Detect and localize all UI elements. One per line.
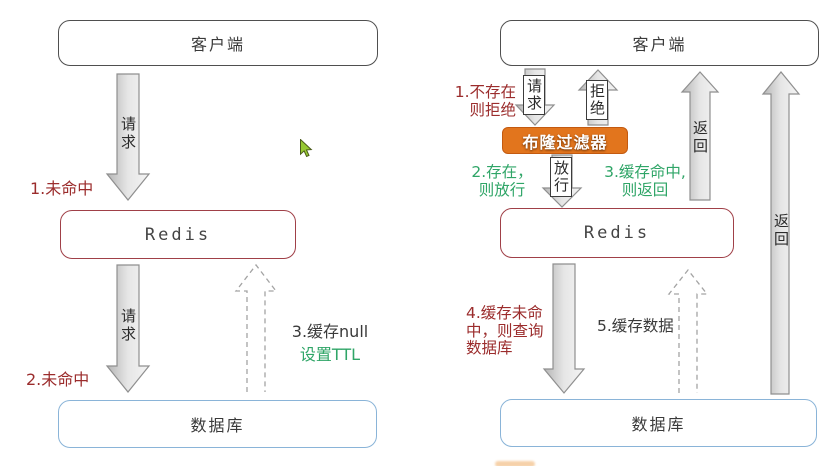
left-step3-note: 3.缓存null 设置TTL <box>282 320 378 366</box>
left-request-label-1: 请求 <box>119 116 137 152</box>
left-client-box: 客户端 <box>58 20 378 66</box>
right-return-mid-arrow <box>680 71 720 201</box>
left-step2-miss: 2.未命中 <box>26 370 90 389</box>
left-step3-cache-null: 3.缓存null <box>291 322 369 341</box>
right-step4-note: 4.缓存未命 中，则查询 数据库 <box>466 304 556 358</box>
mouse-cursor-icon <box>300 139 313 158</box>
left-step1-miss: 1.未命中 <box>30 179 94 198</box>
right-step3-line1: 3.缓存命中, <box>604 163 686 181</box>
right-return-mid-label: 返回 <box>691 120 709 156</box>
left-redis-box: Redis <box>60 210 296 259</box>
right-return-right-label: 返回 <box>772 213 790 249</box>
right-step2-line1: 2.存在， <box>471 163 533 181</box>
right-redis-box: Redis <box>500 208 734 258</box>
clipped-bottom-artifact <box>495 461 535 466</box>
right-step3-note: 3.缓存命中, 则返回 <box>596 163 694 199</box>
left-request-arrow-1 <box>105 73 151 201</box>
left-request-arrow-2 <box>105 264 151 393</box>
right-step4-line2: 中，则查询 <box>466 321 544 340</box>
left-db-box: 数据库 <box>58 400 377 448</box>
right-step4-line3: 数据库 <box>466 339 513 357</box>
right-cache-data-dashed-arrow <box>667 268 709 393</box>
right-step1-line2: 则拒绝 <box>469 100 516 119</box>
left-request-label-2: 请求 <box>119 308 137 344</box>
right-step2-line2: 则放行 <box>478 180 526 199</box>
right-step5-note: 5.缓存数据 <box>597 317 674 335</box>
right-pass-label: 放行 <box>550 157 572 197</box>
right-redis-label: Redis <box>583 223 651 243</box>
right-bloom-filter-box: 布隆过滤器 <box>502 127 628 154</box>
right-request-label: 请求 <box>523 75 545 115</box>
right-step4-line1: 4.缓存未命 <box>466 304 543 322</box>
left-redis-label: Redis <box>144 224 212 245</box>
right-step2-note: 2.存在， 则放行 <box>466 163 538 199</box>
right-client-box: 客户端 <box>500 20 819 66</box>
right-db-label: 数据库 <box>631 415 686 434</box>
right-bloom-filter-label: 布隆过滤器 <box>522 132 608 152</box>
right-step3-line2: 则返回 <box>621 180 669 199</box>
left-db-label: 数据库 <box>190 416 245 435</box>
left-cache-null-dashed-arrow <box>234 263 278 392</box>
left-client-label: 客户端 <box>190 35 245 54</box>
right-db-box: 数据库 <box>500 399 817 447</box>
right-reject-label: 拒绝 <box>586 80 608 120</box>
right-step1-note: 1.不存在 则拒绝 <box>444 83 516 119</box>
right-step1-line1: 1.不存在 <box>454 83 516 101</box>
right-return-right-arrow <box>761 71 801 395</box>
left-step3-set-ttl: 设置TTL <box>299 345 361 364</box>
right-client-label: 客户端 <box>632 35 687 54</box>
right-query-db-arrow <box>542 263 586 394</box>
